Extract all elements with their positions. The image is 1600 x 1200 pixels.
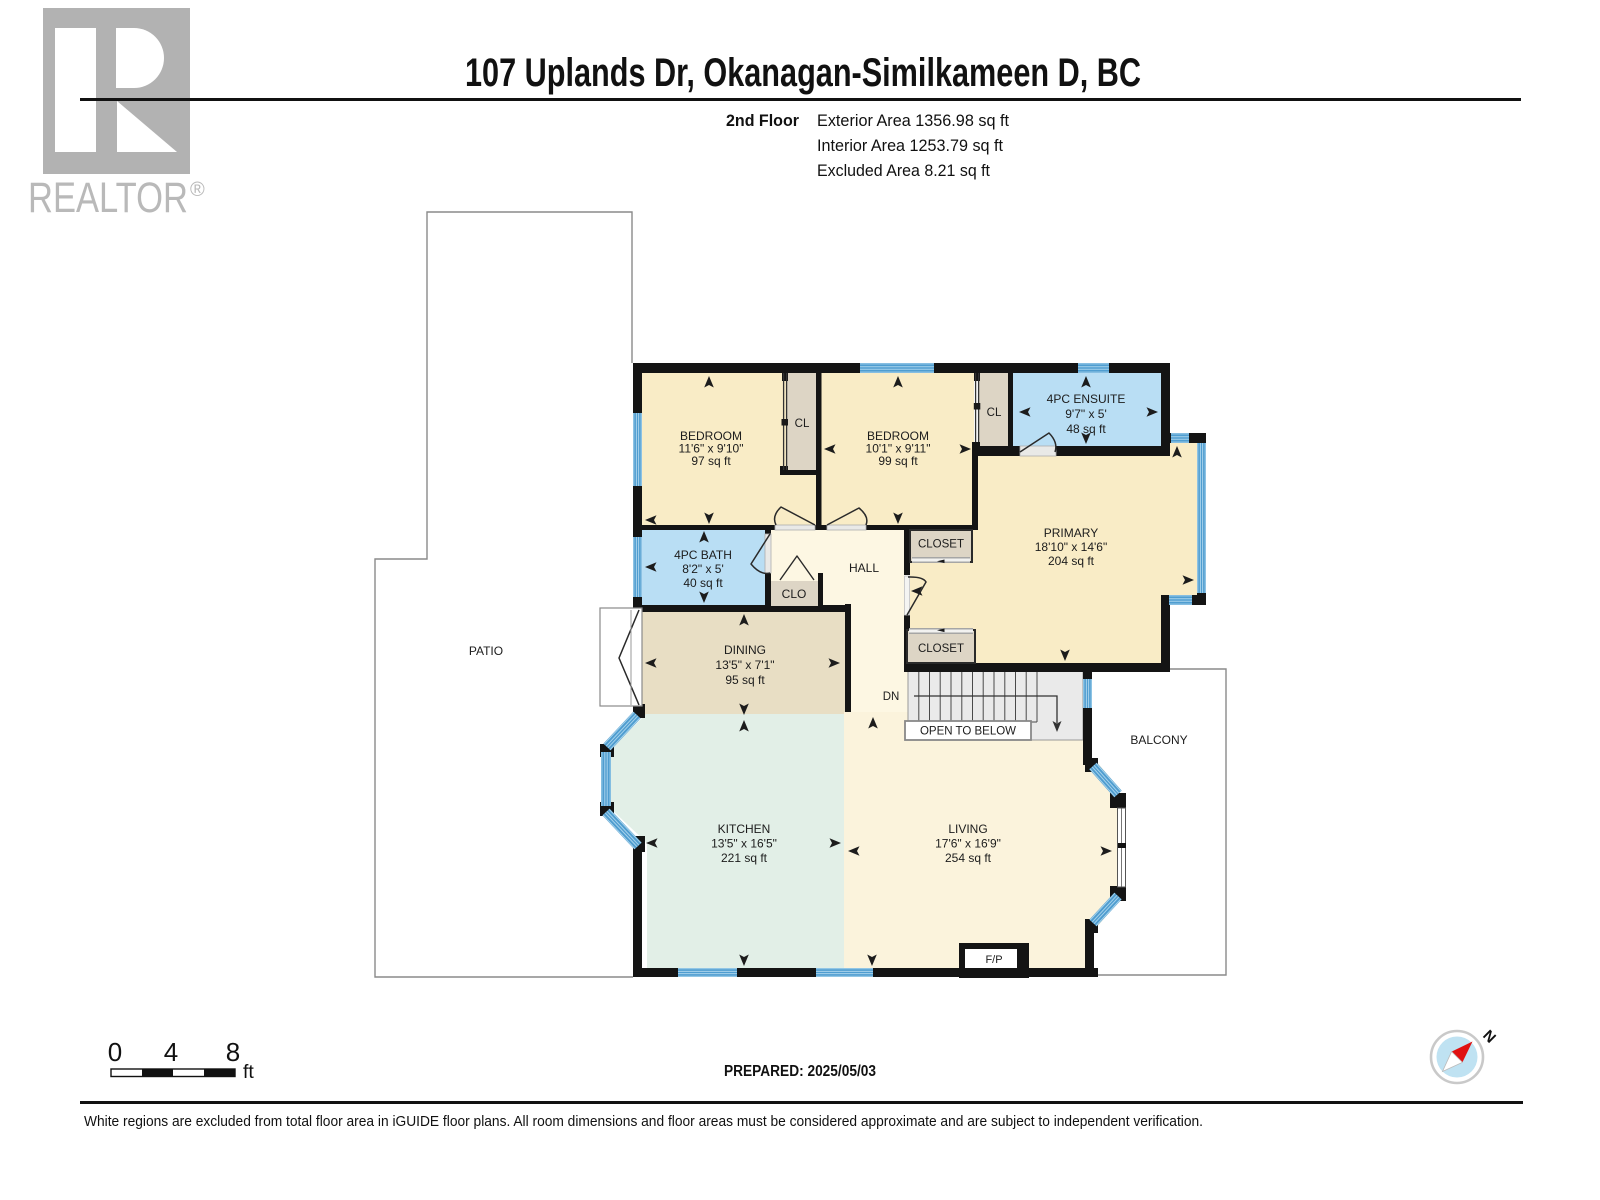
svg-text:CLOSET: CLOSET	[918, 539, 964, 551]
svg-text:OPEN TO BELOW: OPEN TO BELOW	[920, 726, 1016, 738]
svg-text:2nd Floor: 2nd Floor	[726, 111, 799, 130]
svg-text:PREPARED: 2025/05/03: PREPARED: 2025/05/03	[724, 1063, 876, 1080]
svg-text:40 sq ft: 40 sq ft	[683, 576, 723, 590]
svg-text:F/P: F/P	[985, 954, 1002, 966]
svg-text:DINING: DINING	[724, 643, 766, 657]
svg-text:BEDROOM: BEDROOM	[680, 429, 742, 443]
svg-text:CL: CL	[987, 407, 1002, 419]
svg-text:White regions are excluded fro: White regions are excluded from total fl…	[84, 1113, 1203, 1130]
svg-text:4PC ENSUITE: 4PC ENSUITE	[1047, 392, 1126, 406]
svg-text:PRIMARY: PRIMARY	[1044, 526, 1098, 540]
svg-text:107 Uplands Dr, Okanagan-Simil: 107 Uplands Dr, Okanagan-Similkameen D, …	[465, 51, 1141, 95]
svg-text:18'10" x 14'6": 18'10" x 14'6"	[1035, 540, 1108, 554]
svg-text:13'5" x 7'1": 13'5" x 7'1"	[715, 658, 774, 672]
svg-text:95 sq ft: 95 sq ft	[725, 673, 765, 687]
svg-text:REALTOR: REALTOR	[28, 174, 188, 222]
svg-text:8'2" x 5': 8'2" x 5'	[682, 562, 724, 576]
svg-text:48 sq ft: 48 sq ft	[1066, 422, 1106, 436]
svg-text:HALL: HALL	[849, 561, 879, 575]
svg-text:8: 8	[226, 1037, 240, 1067]
svg-text:ft: ft	[243, 1061, 254, 1083]
svg-text:LIVING: LIVING	[948, 822, 987, 836]
svg-text:99 sq ft: 99 sq ft	[878, 454, 918, 468]
svg-text:BEDROOM: BEDROOM	[867, 429, 929, 443]
svg-text:BALCONY: BALCONY	[1130, 733, 1187, 747]
svg-text:DN: DN	[883, 691, 900, 703]
svg-text:4: 4	[164, 1037, 178, 1067]
svg-text:N: N	[1479, 1027, 1499, 1047]
svg-text:17'6" x 16'9": 17'6" x 16'9"	[935, 837, 1001, 851]
svg-text:®: ®	[190, 179, 205, 201]
svg-text:10'1" x 9'11": 10'1" x 9'11"	[866, 442, 931, 456]
svg-text:4PC BATH: 4PC BATH	[674, 548, 732, 562]
svg-text:CLO: CLO	[782, 587, 807, 601]
svg-text:13'5" x 16'5": 13'5" x 16'5"	[711, 837, 777, 851]
svg-text:PATIO: PATIO	[469, 644, 503, 658]
svg-text:CL: CL	[795, 418, 810, 430]
svg-text:11'6" x 9'10": 11'6" x 9'10"	[679, 442, 744, 456]
svg-text:CLOSET: CLOSET	[918, 643, 964, 655]
svg-text:221 sq ft: 221 sq ft	[721, 851, 768, 865]
svg-text:Interior Area 1253.79 sq ft: Interior Area 1253.79 sq ft	[817, 136, 1003, 155]
svg-text:KITCHEN: KITCHEN	[718, 822, 771, 836]
svg-text:254 sq ft: 254 sq ft	[945, 851, 992, 865]
svg-text:Exterior Area 1356.98 sq ft: Exterior Area 1356.98 sq ft	[817, 111, 1009, 130]
svg-text:9'7" x 5': 9'7" x 5'	[1065, 407, 1107, 421]
svg-text:Excluded Area 8.21 sq ft: Excluded Area 8.21 sq ft	[817, 161, 990, 180]
svg-text:0: 0	[108, 1037, 122, 1067]
svg-text:204 sq ft: 204 sq ft	[1048, 554, 1095, 568]
svg-text:97 sq ft: 97 sq ft	[691, 454, 731, 468]
